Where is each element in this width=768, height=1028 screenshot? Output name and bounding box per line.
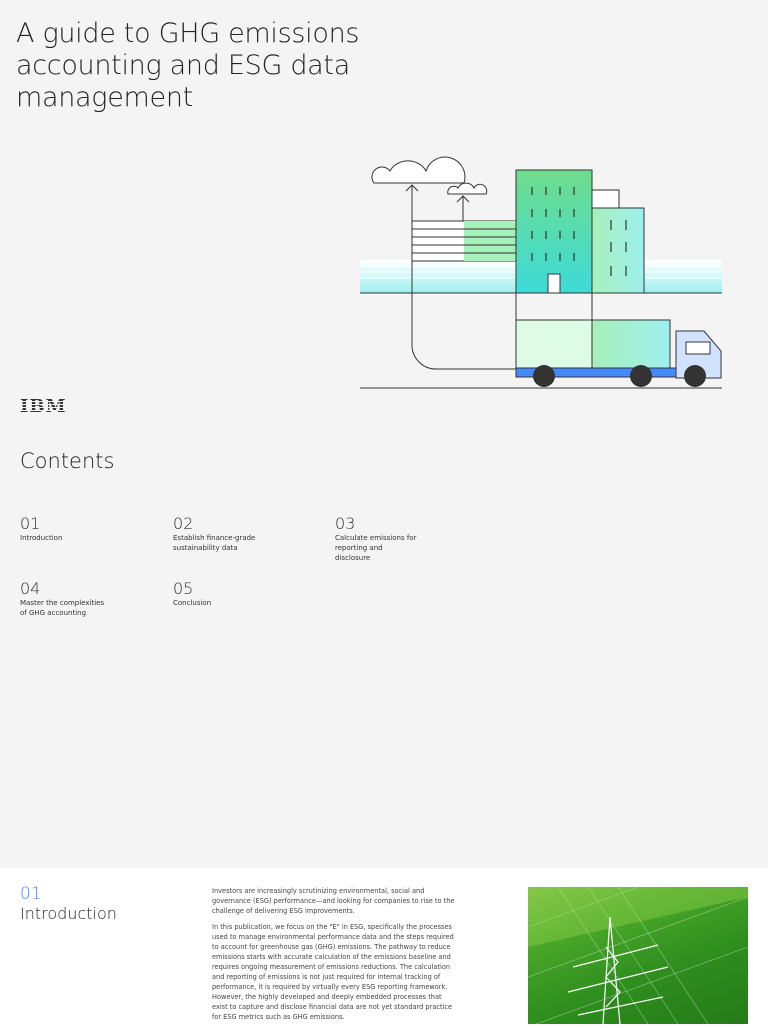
contents-item-04[interactable]: 04 Master the complexities of GHG accoun… [20,579,105,618]
contents-item-01[interactable]: 01 Introduction [20,514,170,543]
intro-paragraph: In this publication, we focus on the "E"… [212,923,454,1021]
item-number: 04 [20,579,41,598]
item-label: Establish finance-grade sustainability d… [173,534,256,552]
intro-paragraph: Investors are increasingly scrutinizing … [212,887,455,915]
item-label: Introduction [20,534,63,542]
cover-section [0,0,768,868]
cover-illustration [360,156,722,389]
contents-item-02[interactable]: 02 Establish finance-grade sustainabilit… [173,514,258,553]
contents-item-03[interactable]: 03 Calculate emissions for reporting and… [335,514,420,563]
item-number: 01 [20,514,41,533]
contents-heading: Contents [20,449,115,473]
item-label: Conclusion [173,599,212,607]
item-number: 03 [335,514,356,533]
ibm-logo: IBM [20,396,67,417]
contents-item-05[interactable]: 05 Conclusion [173,579,323,608]
document-title: A guide to GHG emissions accounting and … [16,18,360,113]
section-title: Introduction [20,904,117,923]
item-label: Calculate emissions for reporting and di… [335,534,417,562]
section-number: 01 [20,884,42,904]
item-label: Master the complexities of GHG accountin… [20,599,105,617]
intro-body: Investors are increasingly scrutinizing … [212,886,457,1028]
item-number: 05 [173,579,194,598]
truck-icon [515,319,722,387]
cloud-icon [371,156,488,195]
power-pylon-photo [528,887,748,1024]
item-number: 02 [173,514,194,533]
